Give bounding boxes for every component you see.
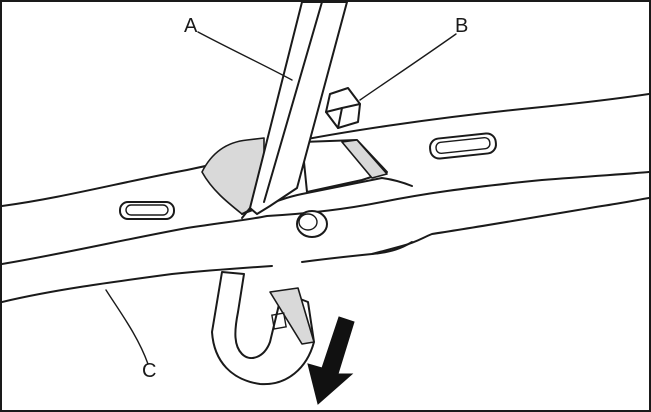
direction-arrow xyxy=(307,316,355,405)
leader-line-a xyxy=(197,31,293,81)
leader-line-b xyxy=(359,33,457,101)
bracket xyxy=(201,137,413,238)
pry-tool xyxy=(241,2,348,219)
leader-line-c xyxy=(105,289,149,365)
callout-b: B xyxy=(455,15,468,37)
support-rail xyxy=(2,93,649,303)
callout-a: A xyxy=(184,15,198,37)
callout-c: C xyxy=(142,360,156,382)
retainer-tab xyxy=(325,87,361,129)
hook-clip xyxy=(211,271,315,386)
